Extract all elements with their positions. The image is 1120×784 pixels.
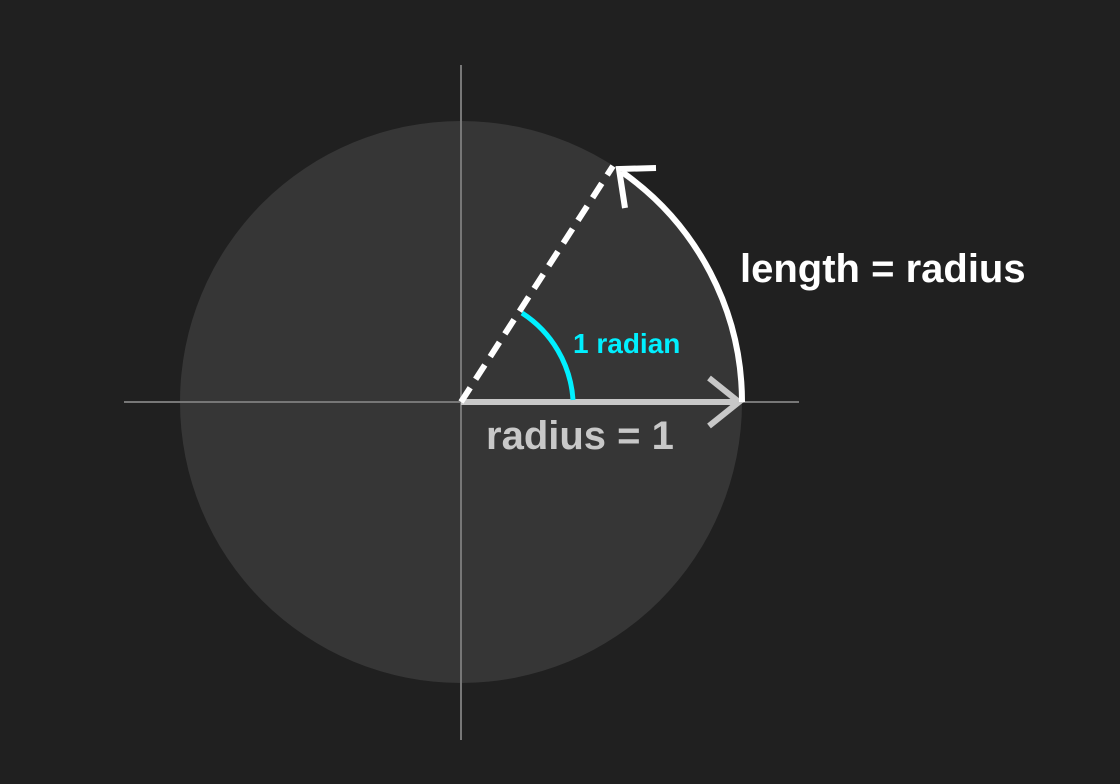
arc-arrowhead (615, 165, 657, 209)
angle-marker-arc (520, 310, 576, 401)
arc-length-arc (620, 169, 745, 403)
arc-length-label: length = radius (740, 247, 1026, 291)
dashed-radius (458, 164, 616, 404)
angle-label: 1 radian (573, 328, 680, 359)
radius-label: radius = 1 (486, 414, 674, 458)
